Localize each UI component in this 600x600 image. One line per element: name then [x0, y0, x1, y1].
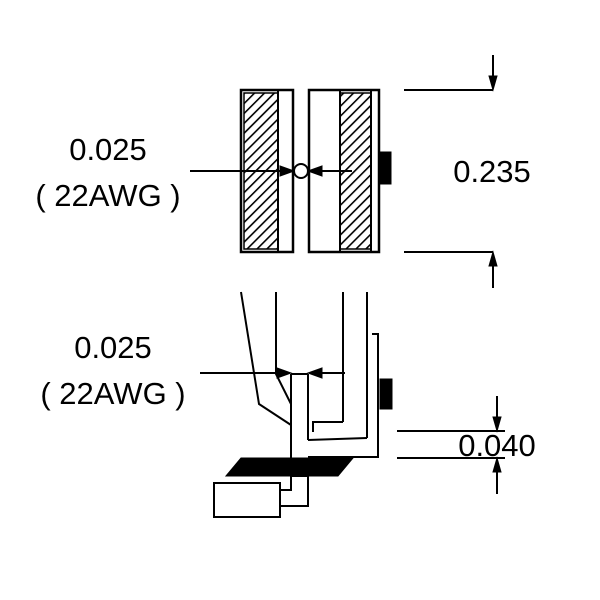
height-arrow-bottom	[488, 250, 498, 267]
side-wire-size-value: 0.025	[74, 330, 152, 365]
offset-arrow-top	[492, 416, 502, 433]
height-dimension-value: 0.235	[453, 154, 531, 189]
right-jaw-step	[312, 421, 343, 432]
offset-dimension-value: 0.040	[458, 428, 536, 463]
top-wire-size-value: 0.025	[69, 132, 147, 167]
right-jaw-tab	[378, 151, 392, 185]
top-view: 0.025 ( 22AWG ) 0.235	[35, 55, 531, 288]
top-wire-size-gauge: ( 22AWG )	[35, 178, 180, 213]
top-arrow-right	[279, 165, 296, 177]
terminal-block	[213, 482, 281, 518]
left-jaw-slant-outer	[240, 291, 292, 426]
top-arrow-left	[306, 165, 323, 177]
side-tab	[379, 378, 393, 410]
side-wire-size-gauge: ( 22AWG )	[40, 376, 185, 411]
side-arrow-right	[276, 367, 293, 379]
right-jaw-bottom-inner	[307, 437, 368, 441]
height-arrow-top	[488, 75, 498, 92]
wire-circle	[293, 163, 309, 179]
terminal-stem	[280, 475, 309, 507]
offset-arrow-bottom	[492, 456, 502, 473]
side-arrow-left	[306, 367, 323, 379]
l-bracket-outline	[308, 333, 379, 458]
base-bar	[224, 457, 355, 477]
side-view: 0.025 ( 22AWG ) 0.040	[40, 291, 536, 518]
left-jaw-slant-inner	[275, 292, 292, 405]
